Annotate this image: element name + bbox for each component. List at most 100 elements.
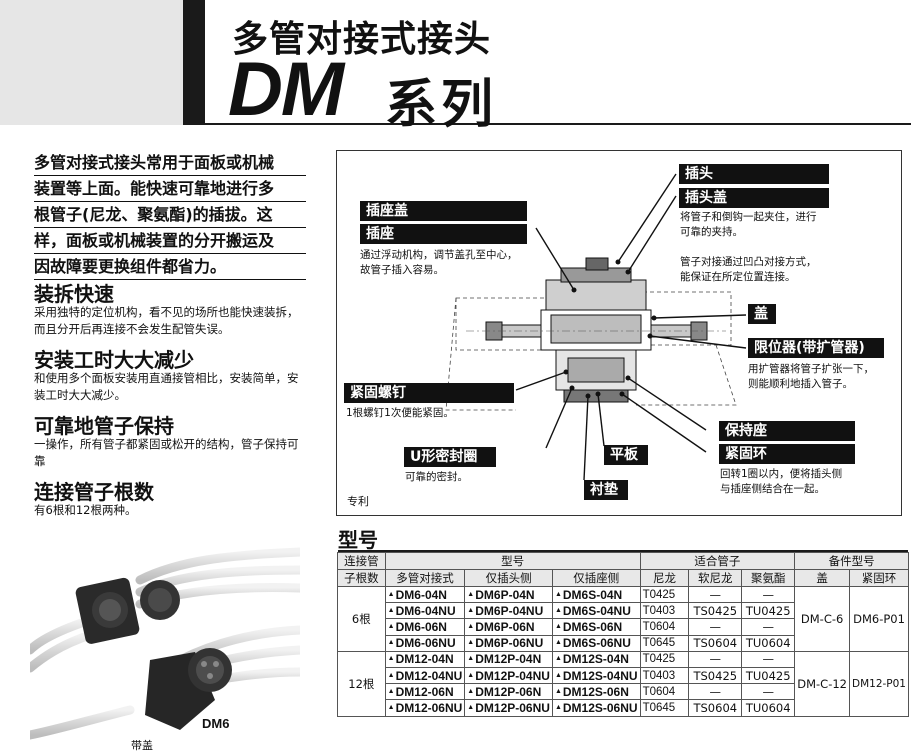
cap-cell: DM-C-12 bbox=[794, 650, 850, 717]
table-row: 6根 DM6-04N DM6P-04N DM6S-04N T0425 — — D… bbox=[337, 585, 909, 652]
tube-cell: T0425 bbox=[639, 650, 690, 668]
model-cell: DM12-04NU bbox=[384, 666, 466, 685]
model-cell: DM6P-06NU bbox=[464, 634, 553, 652]
table-row: DM12-06NU DM12P-06NU DM12S-06NU T0645 TS… bbox=[338, 699, 909, 717]
feature-title: 装拆快速 bbox=[34, 282, 114, 306]
header-cell: 多管对接式 bbox=[384, 569, 466, 587]
model-table: 连接管 型号 适合管子 备件型号 子根数 多管对接式 仅插头侧 仅插座侧 尼龙 … bbox=[337, 552, 909, 717]
desc-line: 故管子插入容易。 bbox=[360, 264, 444, 276]
feature-text: 和使用多个面板安装用直通接管相比，安装简单，安装工时大大减少。 bbox=[34, 371, 299, 402]
table-row: 12根 DM12-04N DM12P-04N DM12S-04N T0425 —… bbox=[337, 650, 909, 717]
tube-cell: — bbox=[688, 618, 743, 636]
model-cell: DM6-04NU bbox=[384, 602, 466, 620]
model-cell: DM6-06NU bbox=[384, 634, 466, 652]
desc-set-screw: 1根螺钉1次便能紧固。 bbox=[346, 407, 454, 419]
tube-cell: TS0604 bbox=[688, 699, 743, 717]
header-cell: 子根数 bbox=[337, 569, 386, 587]
table-header-row: 子根数 多管对接式 仅插头侧 仅插座侧 尼龙 软尼龙 聚氨酯 盖 紧固环 bbox=[337, 569, 909, 587]
model-cell: DM6S-04N bbox=[551, 585, 641, 604]
model-cell: DM6S-06NU bbox=[551, 634, 641, 652]
label-cover: 盖 bbox=[748, 304, 776, 324]
label-limiter: 限位器(带扩管器) bbox=[748, 338, 884, 358]
header-cell: 仅插座侧 bbox=[551, 569, 641, 587]
header-bar bbox=[0, 0, 205, 125]
desc-line: 管子对接通过凹凸对接方式， bbox=[680, 256, 817, 268]
series-word: 系列 bbox=[385, 75, 498, 135]
dm6-connector-bottom bbox=[145, 648, 232, 730]
header-cell: 仅插头侧 bbox=[464, 569, 553, 587]
desc-line: 可靠的夹持。 bbox=[680, 226, 743, 238]
model-cell: DM6-04N bbox=[384, 585, 466, 604]
tube-cell: — bbox=[741, 683, 796, 701]
ring-cell: DM6-P01 bbox=[849, 586, 909, 652]
model-cell: DM6-06N bbox=[384, 618, 466, 636]
intro-line: 根管子(尼龙、聚氨酯)的插拔。这 bbox=[34, 202, 306, 228]
model-cell: DM12S-04NU bbox=[551, 666, 641, 685]
tube-cell: — bbox=[741, 618, 796, 636]
tube-cell: T0645 bbox=[639, 634, 690, 652]
tube-cell: — bbox=[688, 683, 743, 701]
patent-note: 专利 bbox=[347, 495, 369, 508]
table-rule bbox=[338, 550, 908, 552]
desc-line: 将管子和倒钩一起夹住，进行 bbox=[680, 211, 817, 223]
desc-line: 能保证在所定位置连接。 bbox=[680, 271, 796, 283]
product-photo bbox=[30, 547, 300, 740]
feature-text: 采用独特的定位机构，看不见的场所也能快速装拆，而且分开后再连接不会发生配管失误。 bbox=[34, 305, 299, 336]
desc-line: 通过浮动机构，调节盖孔至中心， bbox=[360, 249, 518, 261]
label-holder: 保持座 bbox=[719, 421, 855, 441]
model-cell: DM6P-04N bbox=[464, 585, 553, 604]
intro-paragraph: 多管对接式接头常用于面板或机械 装置等上面。能快速可靠地进行多 根管子(尼龙、聚… bbox=[34, 150, 306, 280]
tube-cell: — bbox=[741, 650, 796, 668]
label-gasket: 衬垫 bbox=[584, 480, 628, 500]
model-cell: DM12S-06NU bbox=[551, 699, 641, 717]
label-socket-cover: 插座盖 bbox=[360, 201, 527, 221]
model-cell: DM12S-06N bbox=[551, 683, 641, 701]
tube-cell: T0604 bbox=[639, 683, 690, 701]
feature-title: 安装工时大大减少 bbox=[34, 348, 194, 372]
model-cell: DM12-04N bbox=[384, 650, 466, 668]
desc-line: 与插座侧结合在一起。 bbox=[720, 483, 825, 495]
tube-cell: TU0425 bbox=[741, 602, 796, 620]
header-cell: 型号 bbox=[384, 552, 641, 570]
label-plug-cover: 插头盖 bbox=[679, 188, 829, 208]
feature-text: 一操作，所有管子都紧固或松开的结构，管子保持可靠 bbox=[34, 437, 299, 468]
desc-line: 回转1圈以内，便将插头侧 bbox=[720, 468, 843, 480]
count-cell: 6根 bbox=[337, 586, 386, 652]
tube-cell: TU0604 bbox=[741, 699, 796, 717]
tube-cell: T0645 bbox=[639, 699, 690, 717]
ring-cell: DM12-P01 bbox=[849, 650, 909, 717]
header-cell: 紧固环 bbox=[849, 569, 909, 587]
label-ring: 紧固环 bbox=[719, 444, 855, 464]
model-cell: DM6P-04NU bbox=[464, 602, 553, 620]
model-cell: DM6S-06N bbox=[551, 618, 641, 636]
header-cell: 软尼龙 bbox=[688, 569, 743, 587]
cap-cell: DM-C-6 bbox=[794, 586, 850, 652]
desc-ring: 回转1圈以内，便将插头侧 与插座侧结合在一起。 bbox=[720, 467, 842, 497]
tube-cell: TU0604 bbox=[741, 634, 796, 652]
structure-diagram-frame bbox=[336, 150, 902, 516]
header-cell: 适合管子 bbox=[639, 552, 796, 570]
label-plate: 平板 bbox=[604, 445, 648, 465]
series-code: DM bbox=[228, 47, 344, 132]
model-cell: DM6S-04NU bbox=[551, 602, 641, 620]
desc-plug-cover: 将管子和倒钩一起夹住，进行 可靠的夹持。 bbox=[680, 210, 817, 240]
desc-line: 用扩管器将管子扩张一下， bbox=[748, 363, 874, 375]
table-header-row: 连接管 型号 适合管子 备件型号 bbox=[337, 552, 909, 570]
desc-u-seal: 可靠的密封。 bbox=[405, 471, 468, 483]
model-cell: DM12P-04NU bbox=[464, 666, 553, 685]
desc-plug: 管子对接通过凹凸对接方式， 能保证在所定位置连接。 bbox=[680, 255, 817, 285]
model-cell: DM12-06NU bbox=[384, 699, 466, 717]
header-cell: 备件型号 bbox=[794, 552, 909, 570]
intro-line: 样，面板或机械装置的分开搬运及 bbox=[34, 228, 306, 254]
label-set-screw: 紧固螺钉 bbox=[344, 383, 514, 403]
label-socket: 插座 bbox=[360, 224, 527, 244]
structure-drawing bbox=[445, 173, 747, 481]
tube-cell: — bbox=[741, 585, 796, 604]
desc-socket: 通过浮动机构，调节盖孔至中心， 故管子插入容易。 bbox=[360, 248, 518, 278]
photo-label-cap: 带盖 bbox=[131, 739, 153, 752]
label-plug: 插头 bbox=[679, 164, 829, 184]
feature-title: 可靠地管子保持 bbox=[34, 414, 174, 438]
tube-cell: T0425 bbox=[639, 585, 690, 604]
model-cell: DM12S-04N bbox=[551, 650, 641, 668]
table-title: 型号 bbox=[338, 528, 378, 552]
